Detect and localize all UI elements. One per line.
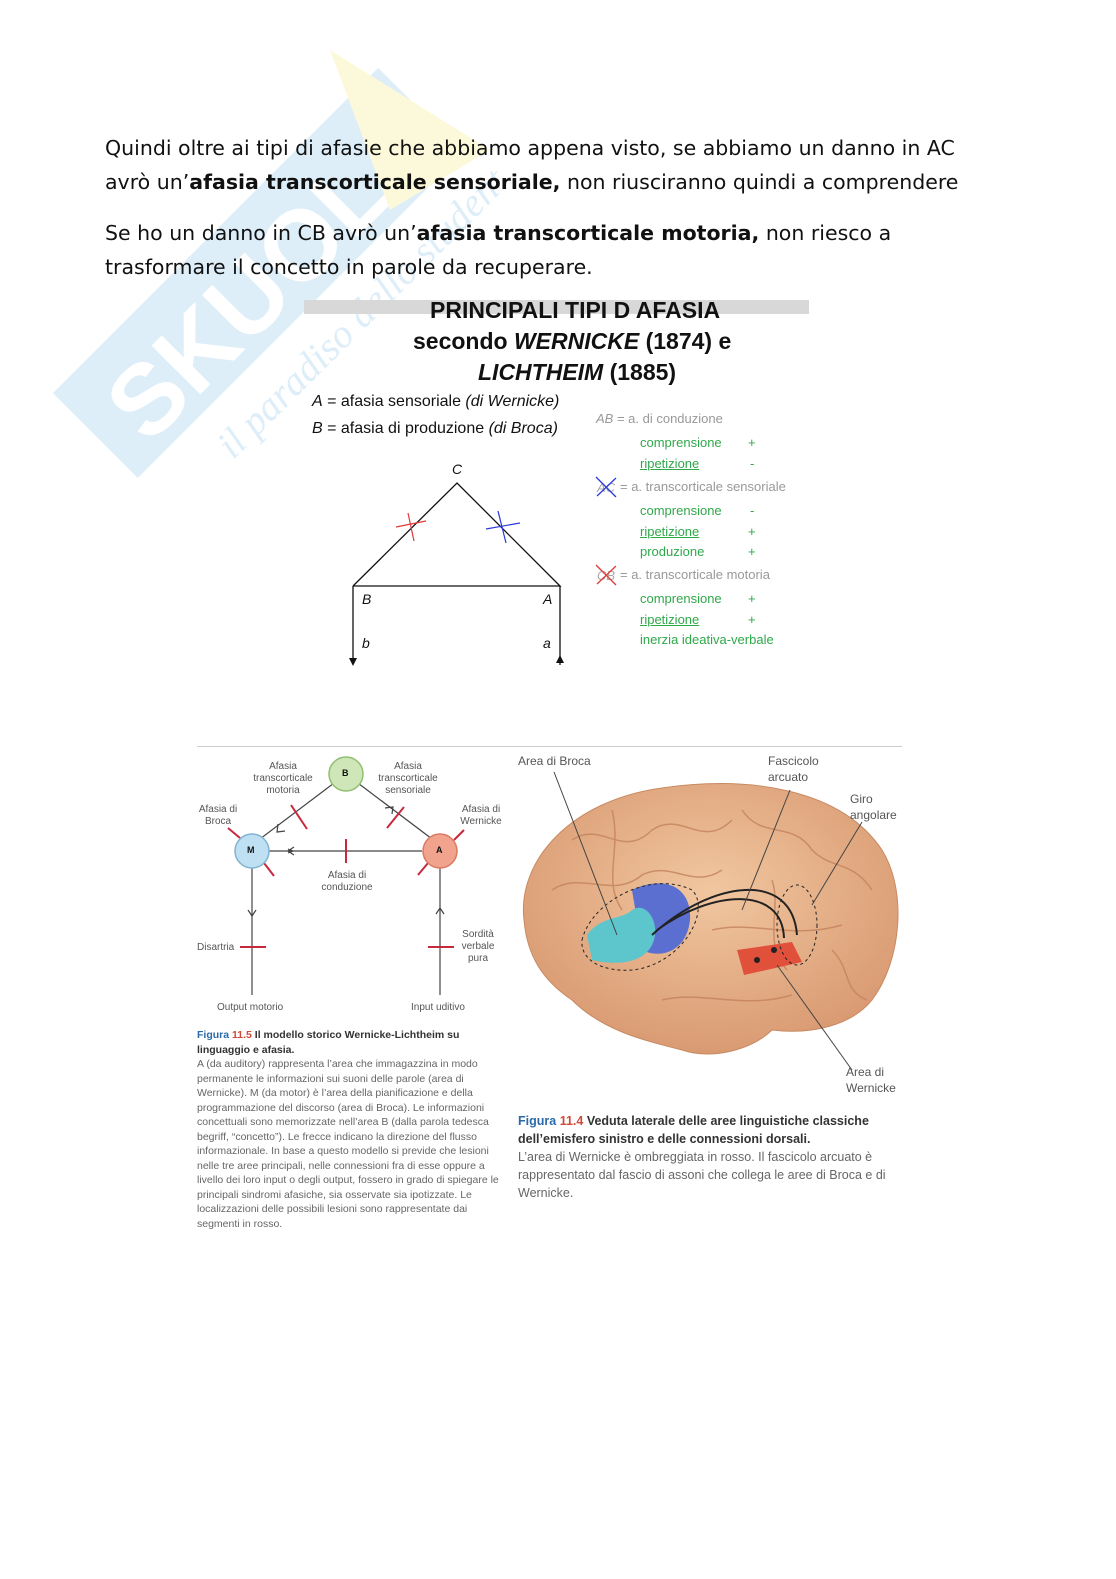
label-wernicke: Afasia di Wernicke [460,804,502,827]
node-b-label: B [362,591,372,607]
label-input: Input uditivo [411,1002,465,1013]
item-sign: + [748,544,756,559]
node-m-label: M [247,845,255,855]
paragraph-2: Se ho un danno in CB avrò un’afasia tran… [105,221,892,279]
label-giro: Giro angolare [850,792,897,822]
item-sign: + [748,524,756,539]
item-label: ripetizione [640,456,700,471]
label-broca: Afasia di Broca [198,804,238,827]
output-b-label: b [362,635,370,651]
node-m [234,833,270,869]
paragraph-1: Quindi oltre ai tipi di afasie che abbia… [105,136,959,194]
node-a [422,833,458,869]
item-sign: - [750,456,755,471]
item-label: produzione [640,544,705,559]
label-output: Output motorio [217,1002,284,1013]
node-a-label: A [436,845,443,855]
node-c-label: C [452,461,463,477]
figure-11-5-caption: Figura 11.5 Il modello storico Wernicke-… [197,1029,499,1230]
item-label: ripetizione [640,612,700,627]
item-label: comprensione [640,591,722,606]
node-b [328,756,364,792]
slide-title-line3: LICHTHEIM (1885) [478,359,677,385]
label-tc-sensoriale: Afasia transcorticale sensoriale [378,761,438,796]
item-label: ripetizione [640,524,700,539]
blue-lesion-cross [485,510,521,544]
label-area-wernicke: Area di Wernicke [846,1065,896,1095]
label-disartria: Disartria [197,942,235,953]
item-sign: - [750,503,755,518]
title-bar [304,300,809,314]
blue-cross-ac-icon: AC [595,476,617,498]
red-cross-cb-icon: CB [595,564,617,586]
label-fascicolo: Fascicolo arcuato [768,754,819,784]
slide-title-line2: secondo WERNICKE (1874) e [413,328,732,354]
item-label: comprensione [640,435,722,450]
item-label: inerzia ideativa-verbale [640,632,774,647]
wernicke-lichtheim-diagram [227,756,465,995]
item-sign: + [748,435,756,450]
ac-heading: = a. transcorticale sensoriale [620,479,786,494]
item-label: comprensione [640,503,722,518]
divider [197,746,902,747]
label-conduzione: Afasia di conduzione [321,870,373,893]
label-area-broca: Area di Broca [518,754,591,768]
legend-b: B = afasia di produzione (di Broca) [312,420,558,437]
label-sordita: Sordità verbale pura [461,929,495,964]
slide-title-line1: PRINCIPALI TIPI D AFASIA [430,297,721,323]
triangle-diagram [349,482,564,666]
input-a-label: a [543,635,551,651]
cb-heading: = a. transcorticale motoria [620,567,770,582]
item-sign: + [748,591,756,606]
legend-a: A = afasia sensoriale (di Wernicke) [312,393,560,410]
ab-heading: AB = a. di conduzione [596,411,723,426]
node-a-label: A [543,591,553,607]
label-tc-motoria: Afasia transcorticale motoria [253,761,313,796]
figure-11-4-caption: Figura 11.4 Veduta laterale delle aree l… [518,1114,886,1200]
brain-illustration [522,771,899,1071]
red-lesion-cross [395,512,427,542]
node-b-label: B [342,768,349,778]
item-sign: + [748,612,756,627]
